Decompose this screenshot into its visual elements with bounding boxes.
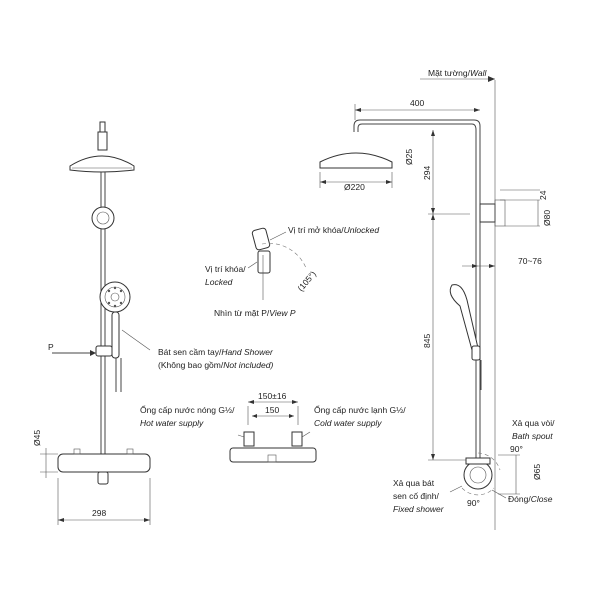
fixed-shower-label-2: sen cố định/ [393,491,439,501]
detail-view-p: Vị trí mở khóa/Unlocked Vị trí khóa/ Loc… [205,225,379,318]
unlocked-label: Vị trí mở khóa/Unlocked [288,225,379,235]
dim-150: 150 [265,405,279,415]
dim-70-76: 70~76 [518,256,542,266]
shower-arm [353,119,481,460]
side-rain-head [319,152,393,169]
front-view: P Ø45 298 Bát sen cầm tay/Hand Shower (K… [32,121,274,525]
close-label: Đóng/Close [508,494,553,504]
view-p-label: Nhìn từ mặt P/View P [214,308,296,318]
cold-supply-label-vi: Ống cấp nước lạnh G½/ [314,404,406,415]
wall-label: Mặt tường/Wall [428,68,487,78]
holder-locked [257,250,271,274]
hand-shower-label: Bát sen cầm tay/Hand Shower [158,347,274,357]
locked-label-vi: Vị trí khóa/ [205,264,246,274]
dim-845: 845 [422,334,432,348]
angle-90-top: 90° [510,444,523,454]
spout-label-vi: Xả qua vòi/ [512,418,555,428]
side-wall-bracket [479,203,496,223]
side-hand-shower [449,284,479,351]
dim-d65: Ø65 [532,464,542,480]
side-mixer [463,460,493,490]
mixer-body [57,453,151,473]
angle-105: (105°) [295,269,318,293]
spout-label-en: Bath spout [512,431,553,441]
hot-supply-label-en: Hot water supply [140,418,204,428]
hose [115,358,122,392]
dim-d45: Ø45 [32,430,42,446]
dim-400: 400 [410,98,424,108]
not-included-label: (Không bao gồm/Not included) [158,360,273,370]
angle-90-bottom: 90° [467,498,480,508]
dim-d220: Ø220 [344,182,365,192]
rain-shower-head [69,155,135,173]
holder-unlocked [251,227,271,251]
cold-supply-label-en: Cold water supply [314,418,382,428]
dim-294: 294 [422,166,432,180]
dim-w298: 298 [92,508,106,518]
side-view: Mặt tường/Wall 400 Ø220 Ø25 294 24 Ø80 [319,68,555,530]
dim-24: 24 [538,190,548,200]
dim-d25: Ø25 [404,149,414,165]
top-cap [99,121,106,133]
wall-bracket [91,206,115,230]
fixed-shower-label-1: Xả qua bát [393,478,435,488]
fixed-shower-label-en: Fixed shower [393,504,445,514]
dim-150-16: 150±16 [258,391,287,401]
locked-label-en: Locked [205,277,233,287]
hot-supply-label-vi: Ống cấp nước nóng G½/ [140,404,235,415]
valve-view: 150±16 150 Ống cấp nước nóng G½/ Hot wat… [140,391,406,463]
cold-connector [291,431,303,447]
slider-holder [95,345,113,357]
dim-d80: Ø80 [542,210,552,226]
p-label: P [48,342,54,352]
hand-shower-head [99,281,131,313]
hot-connector [243,431,255,447]
